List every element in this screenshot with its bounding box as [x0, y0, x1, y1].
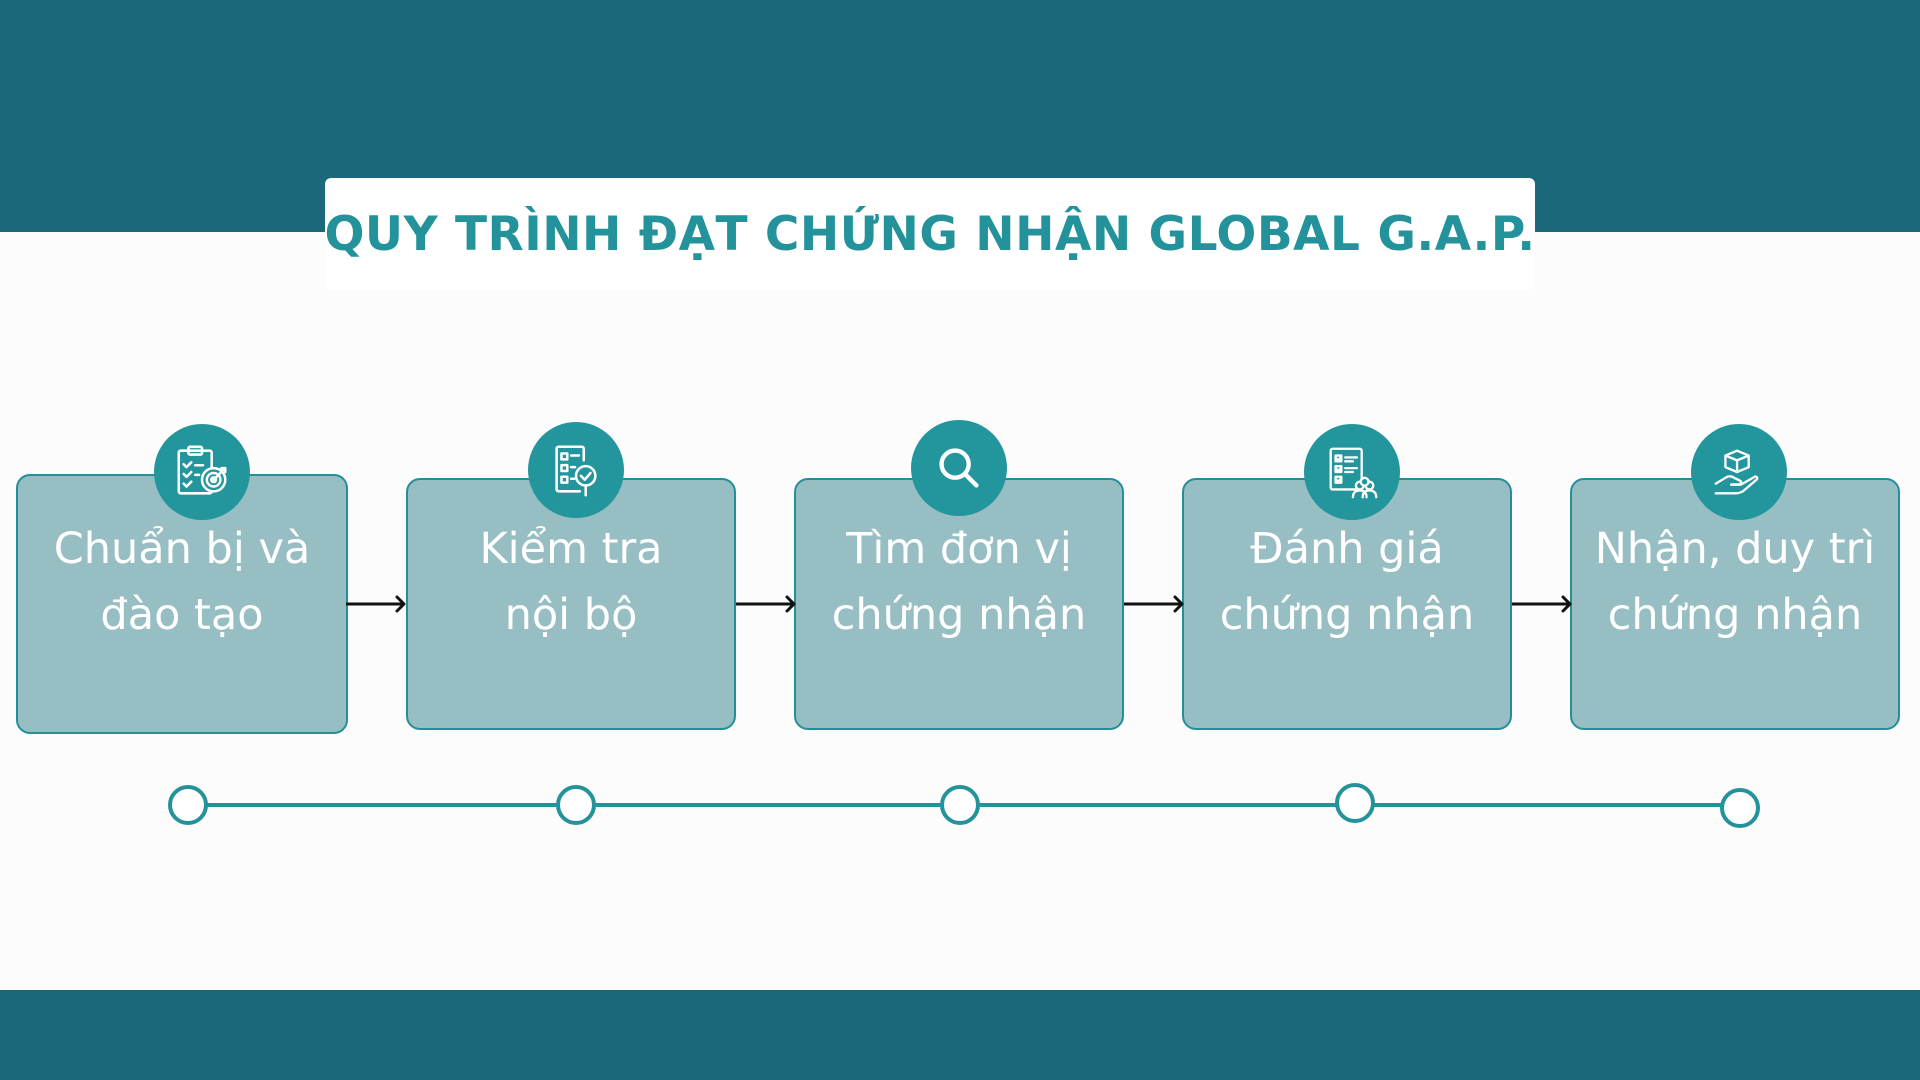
diagram-title: QUY TRÌNH ĐẠT CHỨNG NHẬN GLOBAL G.A.P. — [324, 206, 1536, 262]
step-box-1: Chuẩn bị và đào tạo — [16, 474, 348, 734]
checklist-magnifier-icon — [528, 422, 624, 518]
step-box-2: Kiểm tra nội bộ — [406, 478, 736, 730]
timeline-node-4 — [1335, 783, 1375, 823]
arrow-right-icon — [1124, 595, 1184, 613]
step-label-1: Chuẩn bị và đào tạo — [53, 524, 311, 640]
timeline-node-3 — [940, 785, 980, 825]
timeline-node-1 — [168, 785, 208, 825]
arrow-right-icon — [736, 595, 796, 613]
checklist-people-icon — [1304, 424, 1400, 520]
step-box-4: Đánh giá chứng nhận — [1182, 478, 1512, 730]
arrow-right-icon — [1512, 595, 1572, 613]
step-box-5: Nhận, duy trì chứng nhận — [1570, 478, 1900, 730]
step-label-2: Kiểm tra nội bộ — [479, 524, 663, 640]
arrow-right-icon — [346, 595, 406, 613]
step-label-4: Đánh giá chứng nhận — [1219, 524, 1475, 640]
timeline-node-2 — [556, 785, 596, 825]
title-card: QUY TRÌNH ĐẠT CHỨNG NHẬN GLOBAL G.A.P. — [324, 178, 1536, 290]
step-label-5: Nhận, duy trì chứng nhận — [1594, 524, 1876, 640]
bottom-band — [0, 990, 1920, 1080]
hand-box-icon — [1691, 424, 1787, 520]
step-label-3: Tìm đơn vị chứng nhận — [831, 524, 1087, 640]
clipboard-target-icon — [154, 424, 250, 520]
timeline-node-5 — [1720, 788, 1760, 828]
search-icon — [911, 420, 1007, 516]
